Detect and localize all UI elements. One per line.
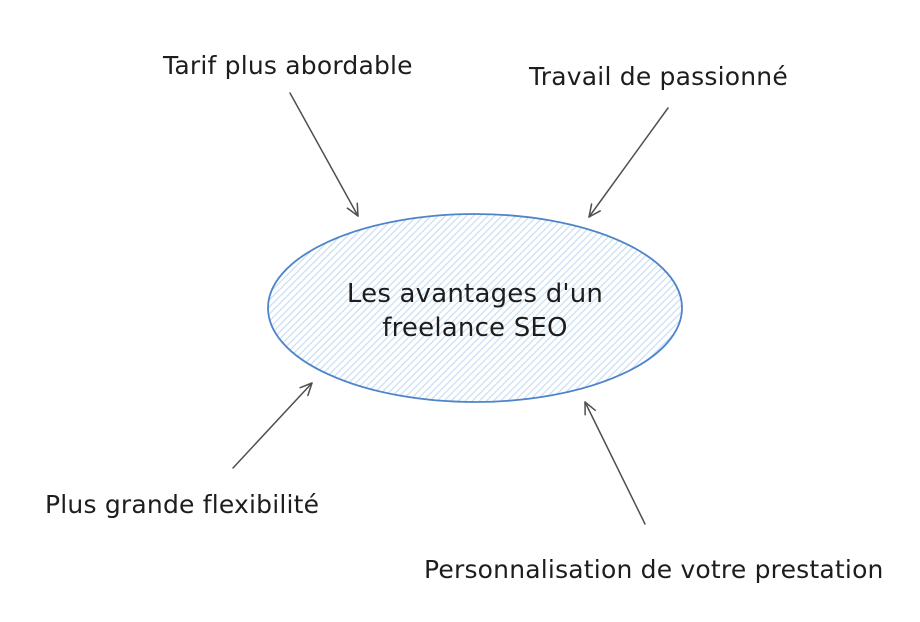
arrow-bottom-left [232, 382, 313, 469]
label-personnalisation-prestation: Personnalisation de votre prestation [424, 555, 884, 584]
central-node-label-line2: freelance SEO [382, 313, 568, 343]
arrow-bottom-right [584, 401, 646, 525]
arrow-top-right [588, 107, 669, 218]
label-tarif-plus-abordable: Tarif plus abordable [163, 51, 413, 80]
label-plus-grande-flexibilite: Plus grande flexibilité [45, 490, 320, 519]
central-node-label-line1: Les avantages d'un [346, 279, 604, 309]
central-ellipse-node [267, 213, 683, 403]
label-travail-de-passionne: Travail de passionné [529, 62, 788, 91]
arrow-top-left [289, 92, 359, 217]
central-node-label: Les avantages d'un freelance SEO [265, 277, 685, 345]
